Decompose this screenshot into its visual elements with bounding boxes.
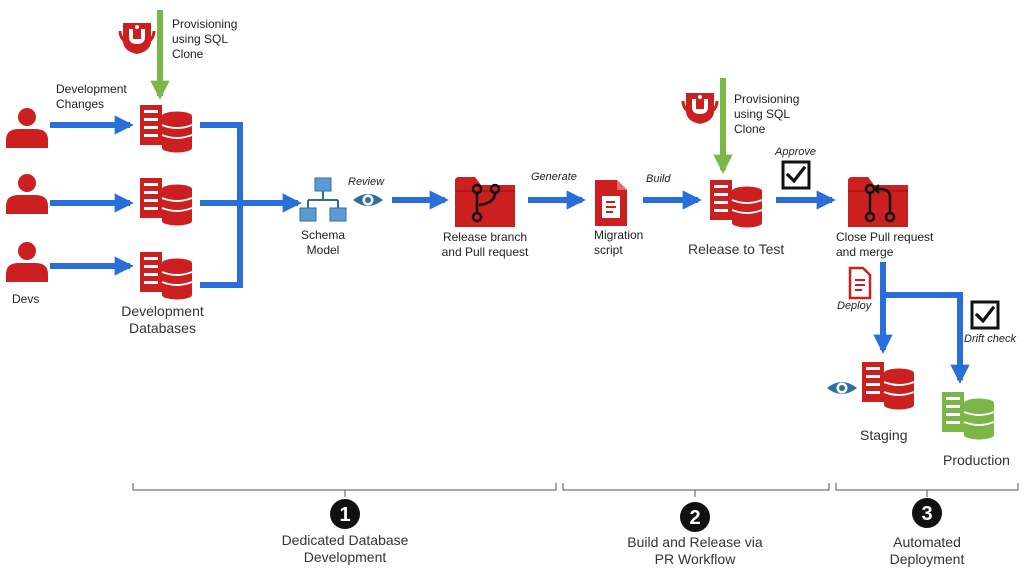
bracket-stage-3 [835,483,1019,497]
stage-brackets [132,483,1019,497]
provisioning-label-1: Provisioning using SQL Clone [172,17,238,61]
deploy-label: Deploy [837,300,872,312]
build-label: Build [646,173,671,185]
stage-1-title: Dedicated Database Development [281,532,409,565]
sql-clone-icon [681,91,719,126]
migration-script-label: Migration script [594,228,644,257]
flow-arrows [50,115,970,384]
release-branch-label: Release branch and Pull request [441,230,529,259]
provisioning-label-2: Provisioning using SQL Clone [734,92,800,136]
production-database-icon [941,391,995,441]
release-to-test-label: Release to Test [688,241,785,257]
schema-model-label: Schema Model [300,228,346,257]
stage-1-number: 1 [339,504,350,526]
staging-label: Staging [860,427,908,443]
stage-2-number: 2 [689,507,700,529]
devs-label: Devs [12,292,40,306]
checkbox-icon [970,300,1000,330]
stage-3-number: 3 [921,503,932,525]
database-server-icon [139,251,193,301]
development-databases-label: Development Databases [121,303,204,336]
review-label: Review [348,176,385,188]
document-icon [848,266,872,300]
database-server-icon [861,361,915,411]
branch-folder-icon [454,176,516,228]
eye-icon [353,194,383,206]
person-icon [6,242,48,282]
schema-model-icon [299,177,347,222]
checkbox-icon [781,160,811,190]
pull-request-folder-icon [847,176,909,228]
close-pull-request-label: Close Pull request and merge [836,230,934,259]
eye-icon [827,382,857,394]
approve-label: Approve [775,146,816,158]
stage-2-circle [680,502,710,532]
drift-check-label: Drift check [964,333,1016,345]
bracket-stage-1 [132,483,557,497]
person-icon [6,174,48,214]
stage-3-circle [912,498,942,528]
bracket-stage-2 [562,483,830,497]
person-icon [6,108,48,148]
stage-2-title: Build and Release via PR Workflow [627,534,763,567]
stage-1-circle [330,499,360,529]
generate-label: Generate [531,171,577,183]
development-changes-label: Development Changes [56,82,127,111]
stage-number-badges: 1 2 3 [330,498,942,532]
production-label: Production [943,452,1010,468]
provision-arrows [150,10,733,174]
sql-clone-icon [118,21,156,56]
database-server-icon [139,104,193,154]
migration-script-icon [595,180,627,226]
arrow-drift [880,292,970,384]
stage-3-title: Automated Deployment [889,534,965,567]
database-server-icon [139,177,193,227]
database-server-icon [709,179,763,229]
